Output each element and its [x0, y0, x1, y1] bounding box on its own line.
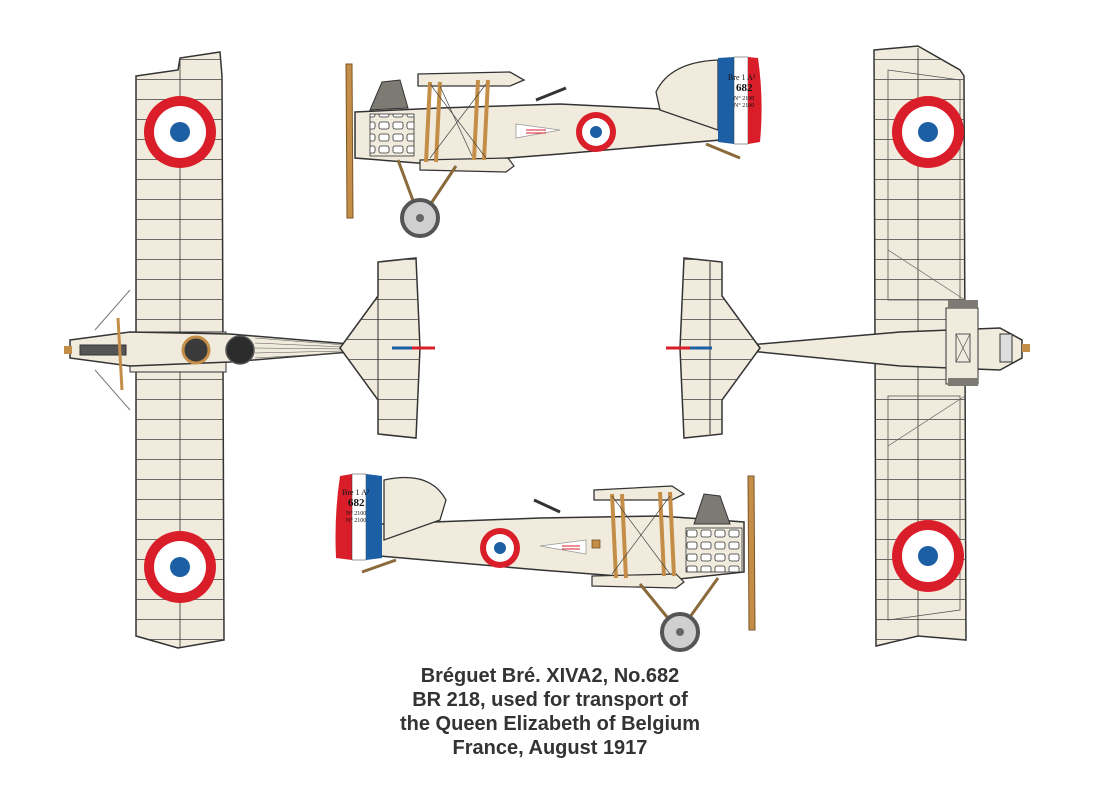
tail-detail-2: N° 2100 [346, 517, 366, 524]
roundel-icon [892, 96, 964, 168]
tail-detail-1: N° 2100 [346, 510, 366, 517]
rear-cockpit [225, 335, 255, 365]
tail-detail-1: N° 2100 [734, 95, 754, 102]
propeller [345, 63, 354, 219]
drawing-caption: Bréguet Bré. XIVA2, No.682 BR 218, used … [300, 664, 800, 760]
roundel-icon [144, 96, 216, 168]
side-view-left: Bre 1 A² 682 N° 2100 N° 2100 [345, 56, 762, 238]
tail-serial-number: 682 [736, 82, 753, 94]
tricolour-rudder-icon [718, 56, 762, 145]
top-view [64, 51, 435, 649]
caption-line-purpose: the Queen Elizabeth of Belgium [399, 713, 701, 735]
bottom-view [666, 45, 1030, 647]
tricolour-rudder-icon [335, 473, 382, 561]
side-view-right: Bre 1 A² 682 N° 2100 N° 2100 [335, 473, 756, 652]
caption-line-date: France, August 1917 [452, 737, 648, 759]
roundel-icon [480, 528, 520, 568]
tail-unit-label: Bre 1 A² [728, 73, 756, 82]
roundel-icon [576, 112, 616, 152]
roundel-icon [144, 531, 216, 603]
tail-detail-2: N° 2100 [734, 102, 754, 109]
caption-line-serial: BR 218, used for transport of [412, 689, 688, 711]
front-cockpit [181, 335, 211, 365]
tail-serial-number: 682 [348, 497, 365, 509]
tail-unit-label: Bre 1 A² [342, 488, 370, 497]
roundel-icon [892, 520, 964, 592]
propeller [747, 475, 756, 631]
caption-line-aircraft: Bréguet Bré. XIVA2, No.682 [420, 665, 680, 687]
